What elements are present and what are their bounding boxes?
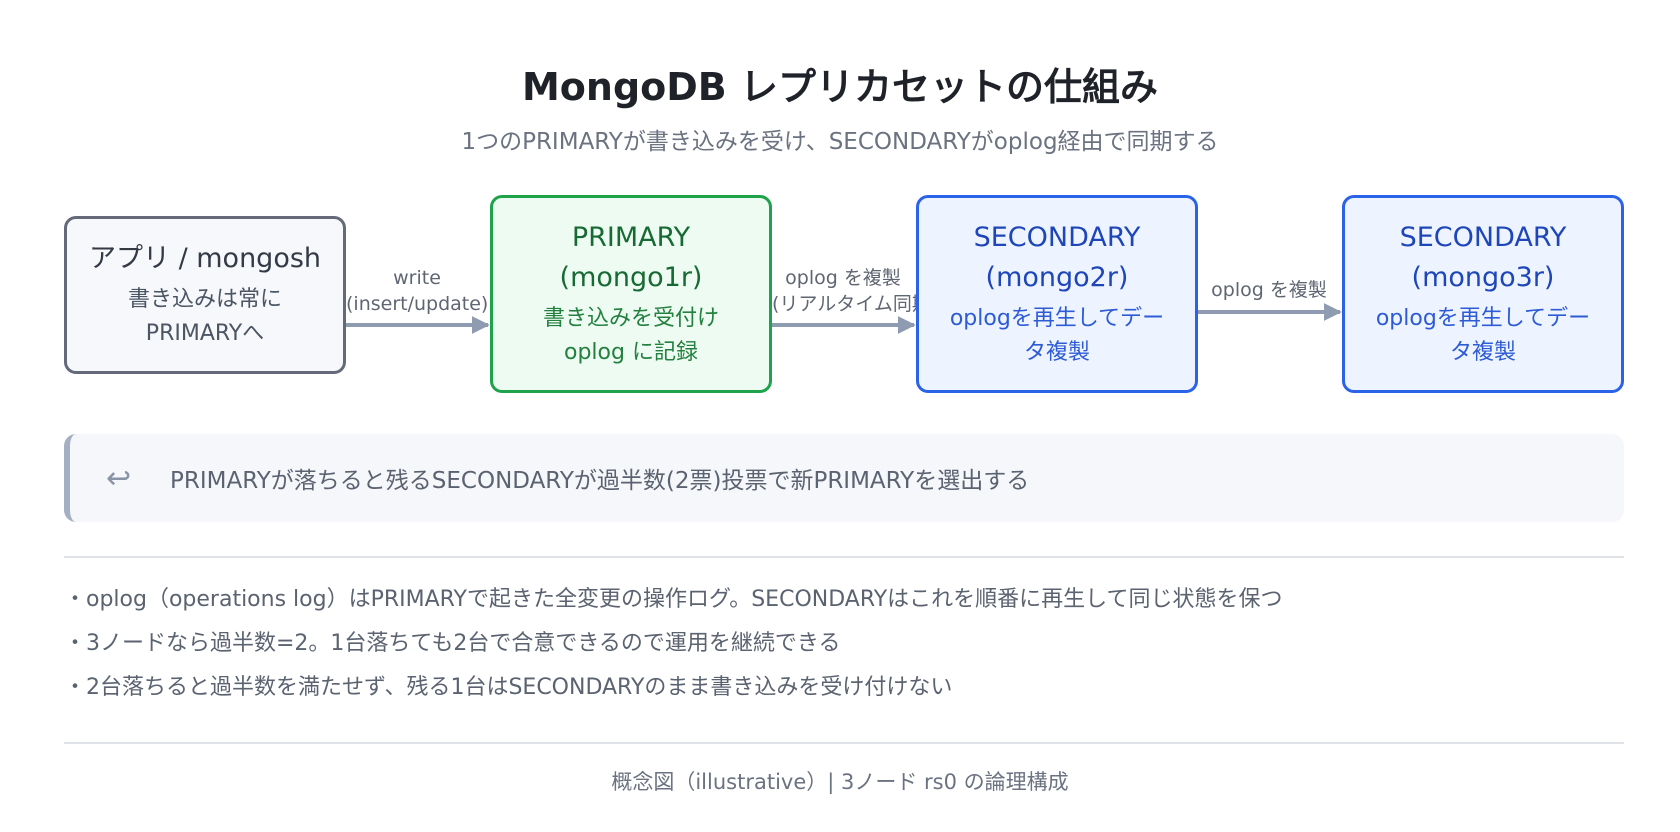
node-secondary2-title: SECONDARY (mongo3r) — [1400, 218, 1567, 298]
node-app-mongosh: アプリ / mongosh 書き込みは常に PRIMARYへ — [64, 216, 346, 374]
node-secondary1-desc-line2: タ複製 — [1023, 340, 1090, 365]
node-primary-title-line1: PRIMARY — [571, 222, 691, 253]
edge-label-oplog-sync: oplog を複製 (リアルタイム同期) — [772, 265, 939, 317]
failover-callout: ↩ PRIMARYが落ちると残るSECONDARYが過半数(2票)投票で新PRI… — [64, 434, 1624, 522]
node-primary-title-line2: (mongo1r) — [559, 262, 703, 293]
diagram-footer: 概念図（illustrative）| 3ノード rs0 の論理構成 — [611, 770, 1069, 794]
node-primary-desc-line2: oplog に記録 — [564, 340, 698, 365]
node-primary-title: PRIMARY (mongo1r) — [560, 218, 703, 298]
node-app-title: アプリ / mongosh — [88, 243, 322, 274]
node-secondary-mongo2r: SECONDARY (mongo2r) oplogを再生してデー タ複製 — [916, 195, 1198, 393]
edge-label-write: write (insert/update) — [346, 265, 488, 317]
note-item-two-down: ・2台落ちると過半数を満たせず、残る1台はSECONDARYのまま書き込みを受け… — [64, 675, 953, 700]
node-app-desc-line1: 書き込みは常に — [127, 287, 282, 312]
node-secondary2-title-line1: SECONDARY — [1399, 222, 1567, 253]
node-secondary1-desc-line1: oplogを再生してデー — [949, 306, 1165, 331]
node-secondary2-title-line2: (mongo3r) — [1411, 262, 1555, 293]
failover-callout-text: PRIMARYが落ちると残るSECONDARYが過半数(2票)投票で新PRIMA… — [170, 468, 1030, 494]
node-secondary-mongo3r: SECONDARY (mongo3r) oplogを再生してデー タ複製 — [1342, 195, 1624, 393]
edge-label-oplog-sync-line2: (リアルタイム同期) — [772, 293, 939, 315]
node-secondary2-desc-line1: oplogを再生してデー — [1375, 306, 1591, 331]
note-item-oplog: ・oplog（operations log）はPRIMARYで起きた全変更の操作… — [64, 587, 1283, 612]
diagram-title: MongoDB レプリカセットの仕組み — [521, 65, 1159, 109]
divider-top — [64, 556, 1624, 558]
note-item-majority: ・3ノードなら過半数=2。1台落ちても2台で合意できるので運用を継続できる — [64, 631, 841, 656]
return-arrow-icon: ↩ — [106, 460, 132, 496]
node-secondary1-title: SECONDARY (mongo2r) — [974, 218, 1141, 298]
notes-list: ・oplog（operations log）はPRIMARYで起きた全変更の操作… — [64, 578, 1282, 710]
node-primary: PRIMARY (mongo1r) 書き込みを受付け oplog に記録 — [490, 195, 772, 393]
edge-label-oplog-copy: oplog を複製 — [1198, 277, 1340, 303]
edge-label-oplog-copy-line1: oplog を複製 — [1211, 279, 1327, 301]
node-secondary1-title-line1: SECONDARY — [973, 222, 1141, 253]
node-secondary1-desc: oplogを再生してデー タ複製 — [950, 302, 1164, 370]
node-primary-desc: 書き込みを受付け oplog に記録 — [543, 302, 719, 370]
node-app-desc: 書き込みは常に PRIMARYへ — [128, 283, 282, 351]
node-secondary1-title-line2: (mongo2r) — [985, 262, 1129, 293]
node-primary-desc-line1: 書き込みを受付け — [542, 306, 719, 331]
edge-label-write-line2: (insert/update) — [346, 293, 489, 315]
node-app-desc-line2: PRIMARYへ — [145, 321, 265, 346]
node-secondary2-desc-line2: タ複製 — [1449, 340, 1516, 365]
node-secondary2-desc: oplogを再生してデー タ複製 — [1376, 302, 1590, 370]
divider-bottom — [64, 742, 1624, 744]
edge-label-write-line1: write — [393, 267, 441, 289]
diagram-subtitle: 1つのPRIMARYが書き込みを受け、SECONDARYがoplog経由で同期す… — [461, 129, 1219, 155]
edge-label-oplog-sync-line1: oplog を複製 — [785, 267, 901, 289]
